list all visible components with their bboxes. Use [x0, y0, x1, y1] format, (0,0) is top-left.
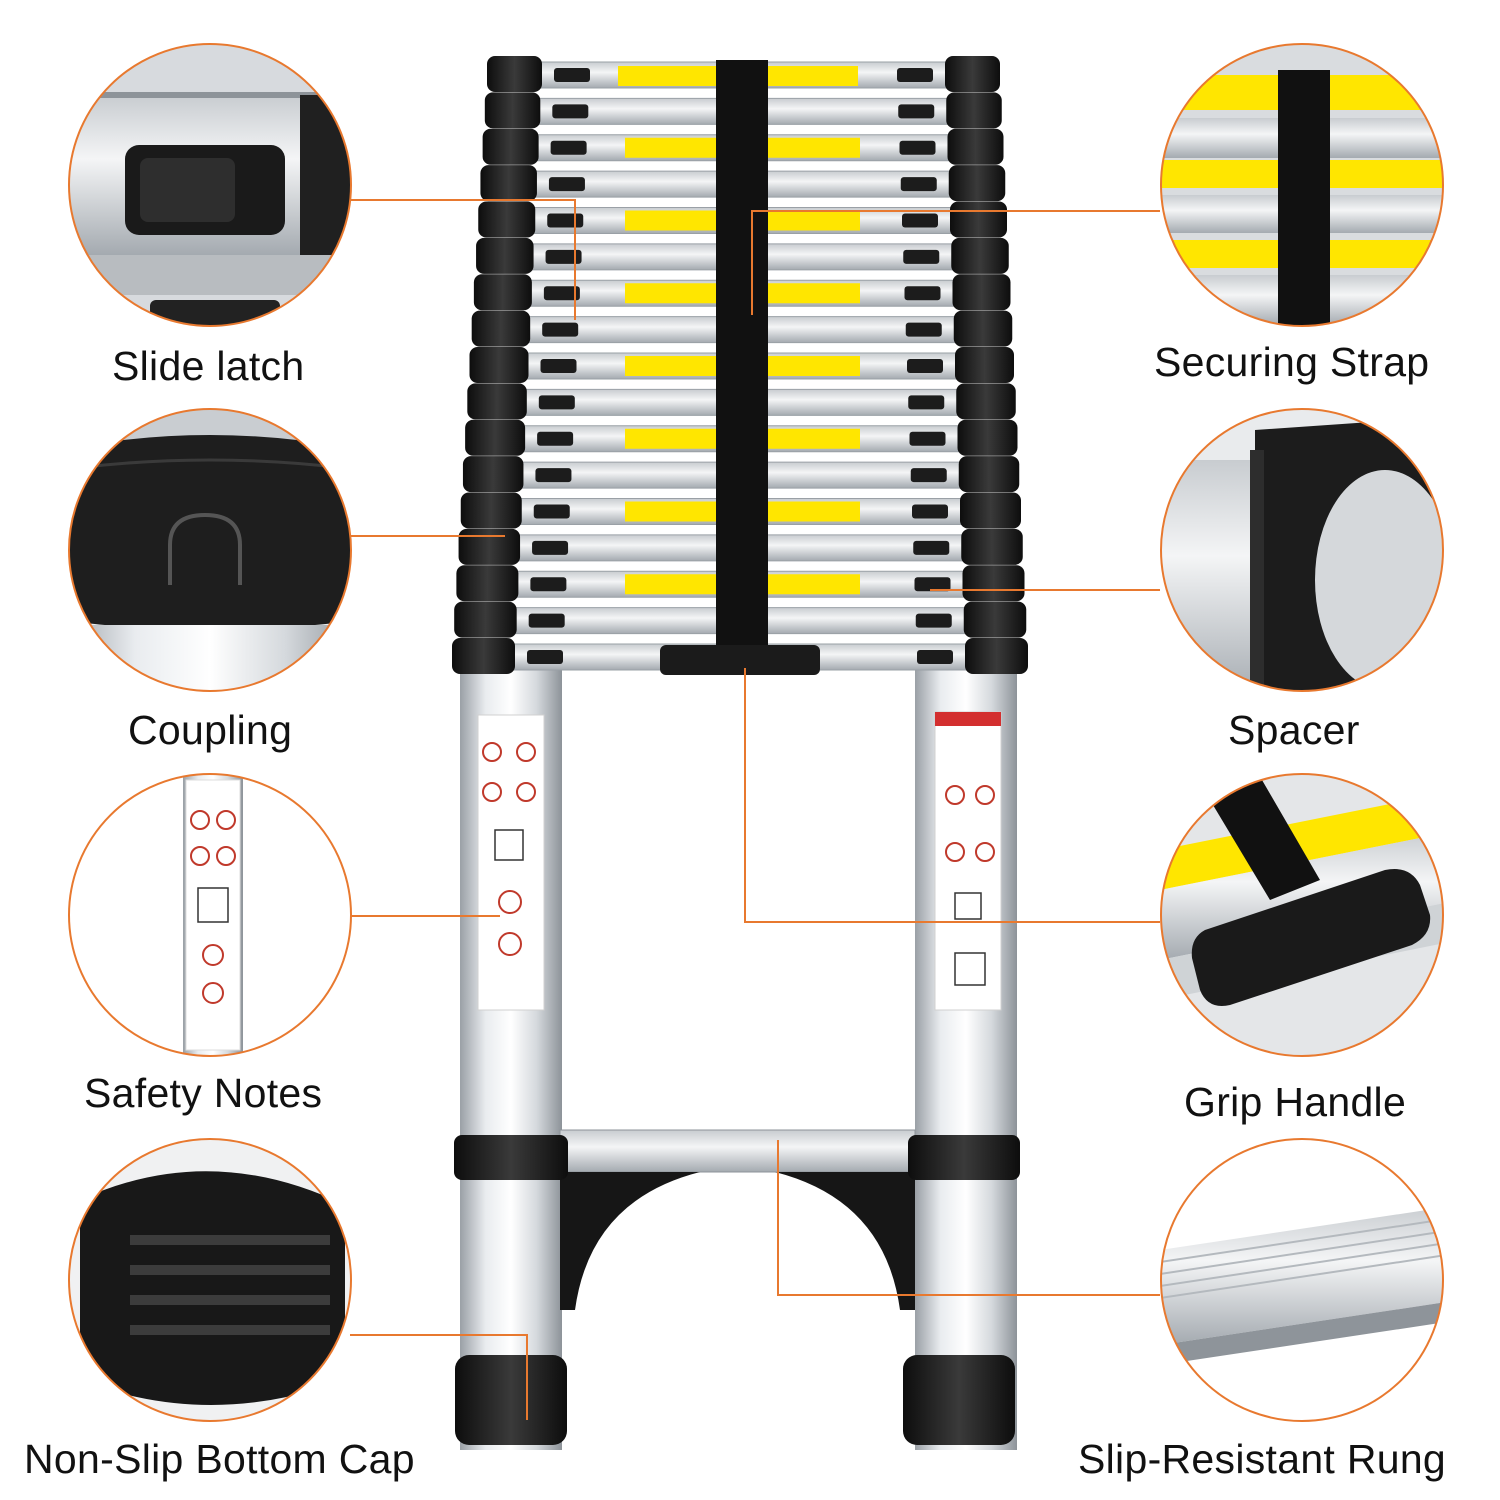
- rail-collar: [478, 201, 536, 238]
- coupling-zoom: [68, 408, 352, 692]
- rail-collar: [952, 274, 1011, 311]
- grip-handle: [660, 645, 820, 675]
- rail-collar: [456, 565, 519, 602]
- rail-collar: [947, 128, 1004, 165]
- rail-collar: [467, 383, 527, 420]
- spacer-zoom: [1160, 408, 1444, 692]
- rail-collar: [957, 419, 1018, 456]
- rail-collar: [953, 310, 1013, 347]
- rung-latch: [915, 613, 952, 628]
- rail-collar: [484, 92, 541, 129]
- rung-latch: [535, 468, 572, 483]
- rail-collar: [480, 165, 537, 202]
- rail-collar: [460, 492, 522, 529]
- securing-strap-zoom: [1160, 43, 1444, 327]
- rail-collar: [960, 492, 1021, 529]
- left-foot-cap: [455, 1355, 567, 1445]
- label-grip-handle: Grip Handle: [1184, 1079, 1407, 1125]
- label-securing-strap: Securing Strap: [1154, 339, 1430, 385]
- rung-latch: [548, 177, 585, 192]
- rail-collar: [956, 383, 1016, 420]
- rung-latch: [537, 431, 574, 446]
- rung-latch: [547, 213, 584, 228]
- label-spacer: Spacer: [1228, 707, 1360, 753]
- label-slide-latch: Slide latch: [112, 343, 305, 389]
- rung-latch: [909, 431, 946, 446]
- rail-collar: [948, 165, 1006, 202]
- safety-notes-zoom: [68, 773, 352, 1057]
- rung-latch: [914, 577, 951, 592]
- rung-latch: [527, 650, 563, 664]
- rung-latch: [912, 504, 948, 519]
- rail-collar: [946, 92, 1002, 129]
- label-non-slip-bottom-cap: Non-Slip Bottom Cap: [24, 1436, 415, 1482]
- rung-latch: [908, 395, 945, 410]
- rail-collar: [945, 56, 1000, 92]
- label-slip-resistant-rung: Slip-Resistant Rung: [1078, 1436, 1447, 1482]
- label-coupling: Coupling: [128, 707, 293, 753]
- leader-lines: [350, 199, 1160, 1420]
- rung-latch: [917, 650, 953, 664]
- rung-latch: [903, 249, 940, 264]
- rung-latch: [900, 177, 937, 192]
- rail-collar: [965, 638, 1028, 674]
- rung-latch: [913, 540, 950, 555]
- grip-handle-zoom: [1160, 773, 1444, 1057]
- rail-collar: [963, 601, 1027, 638]
- rail-collar: [962, 565, 1025, 602]
- rung-latch: [528, 613, 565, 628]
- securing-strap: [716, 60, 768, 650]
- right-foot-cap: [903, 1355, 1015, 1445]
- rung-latch: [899, 140, 936, 155]
- rail-collar: [465, 419, 526, 456]
- rung-latch: [550, 140, 587, 155]
- label-safety-notes: Safety Notes: [84, 1070, 323, 1116]
- rail-collar: [961, 528, 1023, 565]
- rung-latch: [910, 468, 947, 483]
- slide-latch-zoom: [68, 43, 352, 327]
- rail-collar: [458, 528, 521, 565]
- rail-collar: [471, 310, 531, 347]
- rung-latch: [552, 104, 589, 119]
- rung-latch: [904, 286, 941, 301]
- rail-collar: [454, 601, 517, 638]
- telescopic-ladder: [452, 56, 1028, 1450]
- bottom-collar-right: [908, 1135, 1020, 1180]
- left-safety-sticker: [477, 714, 545, 1011]
- strap-band: [1278, 70, 1330, 326]
- rail-collar: [951, 237, 1009, 274]
- rung-latch: [545, 249, 582, 264]
- rung-latch: [902, 213, 938, 228]
- rung-latch: [543, 286, 580, 301]
- rung-latch: [907, 359, 943, 373]
- bottom-collar-left: [454, 1135, 568, 1180]
- bottom-cap-zoom: [68, 1138, 352, 1422]
- rail-collar: [476, 237, 534, 274]
- bottom-rung: [559, 1129, 916, 1173]
- rail-collar: [958, 456, 1020, 493]
- rung-latch: [533, 504, 570, 519]
- rung-latch: [542, 322, 579, 337]
- rung-latch: [530, 577, 567, 592]
- right-safety-sticker: [934, 711, 1002, 1011]
- rung-latch: [554, 68, 590, 82]
- rung-latch: [532, 540, 569, 555]
- rail-collar: [452, 638, 515, 674]
- rung-latch: [538, 395, 575, 410]
- rung-latch: [897, 68, 933, 82]
- rail-collar: [482, 128, 539, 165]
- rail-collar: [955, 347, 1014, 383]
- bottom-stabilizer: [560, 1172, 700, 1310]
- rail-collar: [950, 201, 1007, 238]
- rung-latch: [898, 104, 935, 119]
- rail-collar: [469, 347, 529, 383]
- rung-zoom: [1160, 1138, 1444, 1422]
- rail-collar: [473, 274, 532, 311]
- rail-collar: [487, 56, 542, 92]
- rail-collar: [462, 456, 524, 493]
- rung-latch: [905, 322, 942, 337]
- rung-latch: [540, 359, 577, 373]
